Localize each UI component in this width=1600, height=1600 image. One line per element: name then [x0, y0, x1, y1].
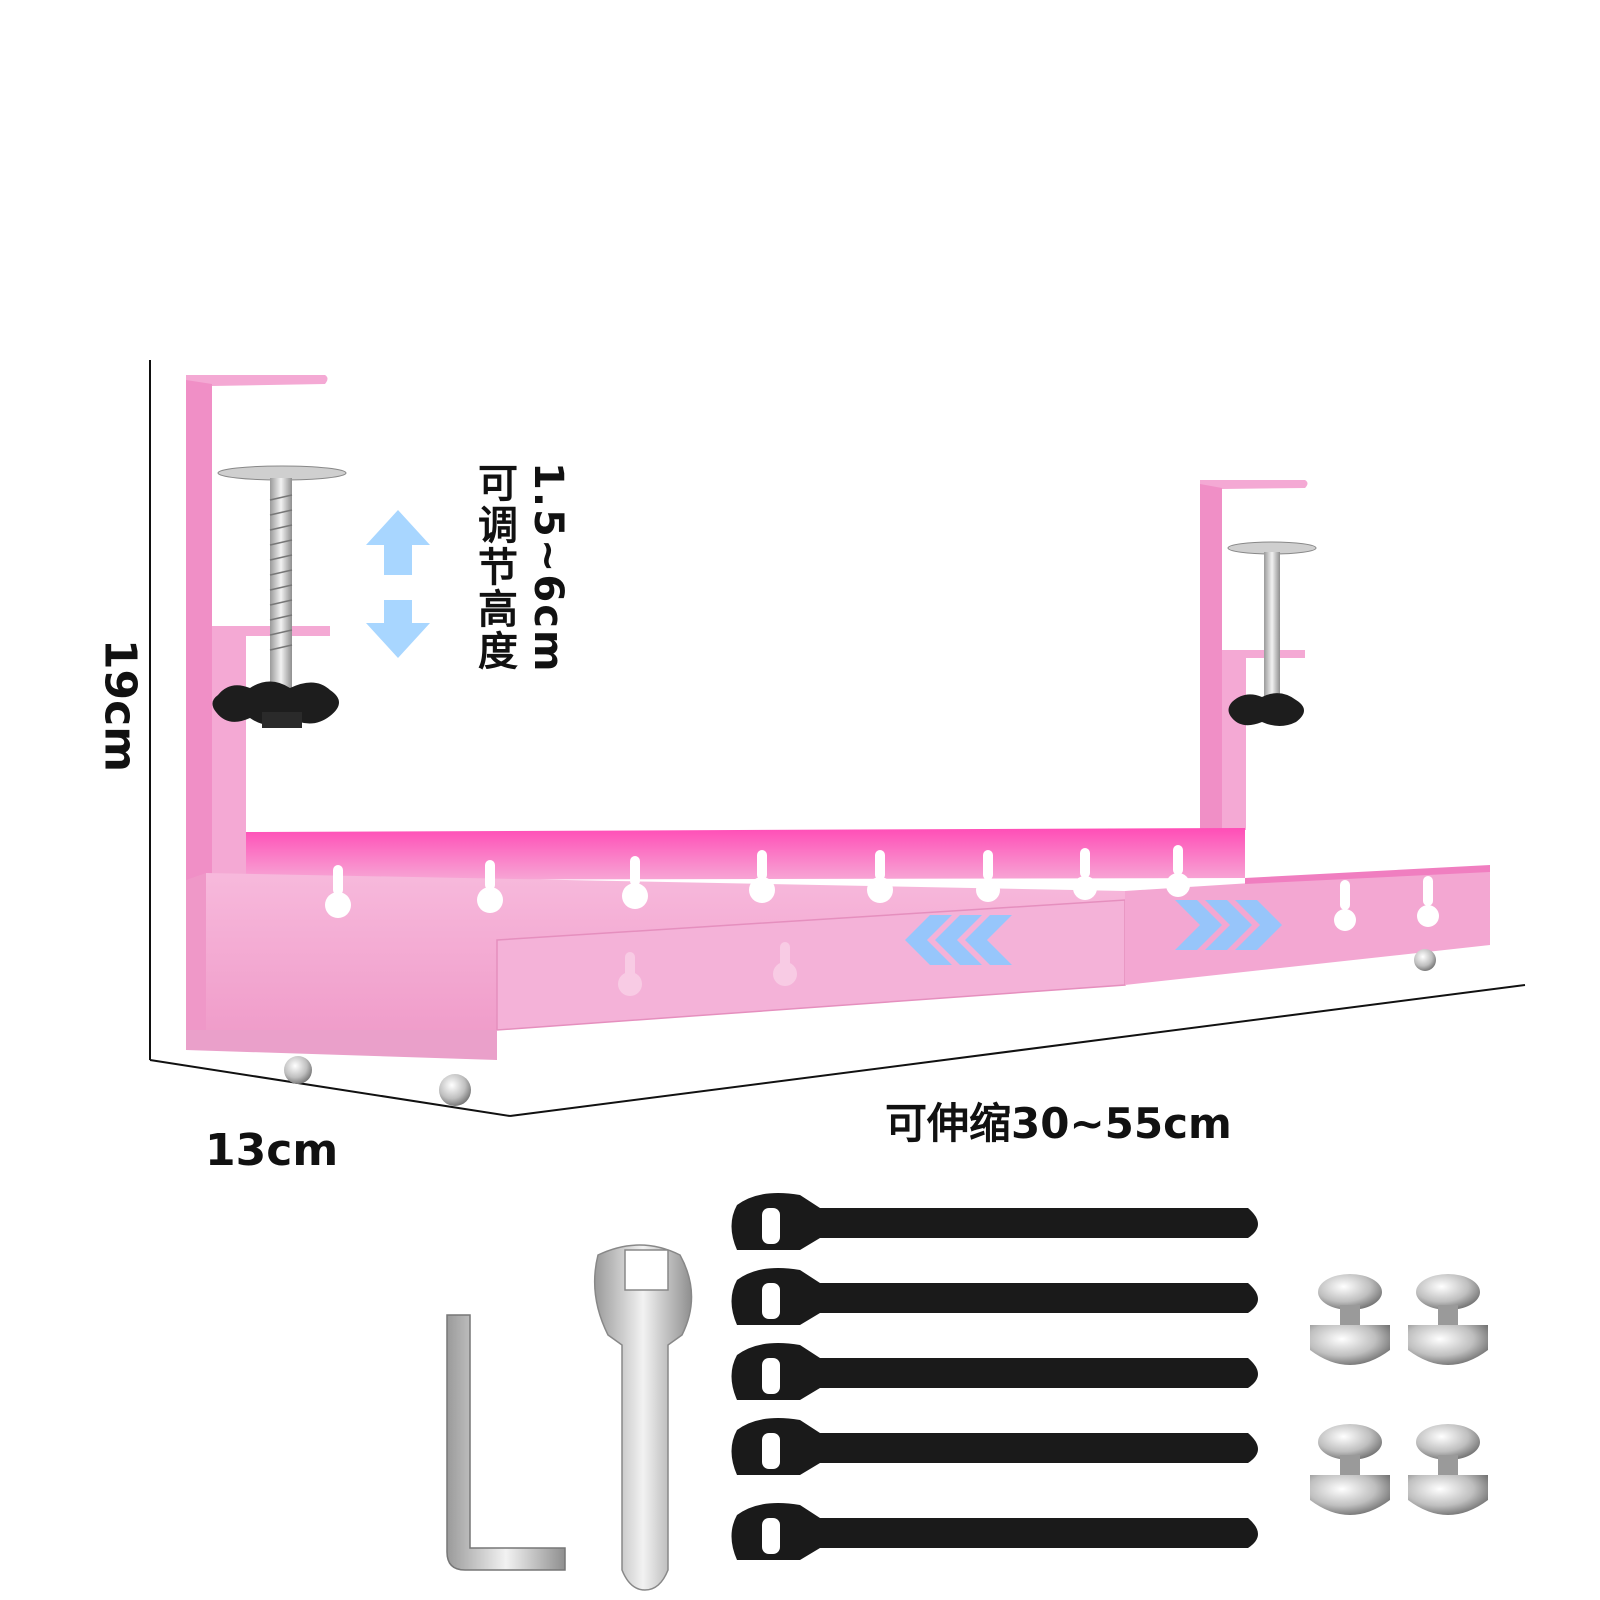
- clamp-range-text: 可调节高度: [471, 462, 517, 672]
- clamp-range-value: 1.5~6cm: [525, 462, 571, 674]
- height-dimension-label: 19cm: [94, 638, 146, 773]
- bolt-3: [1310, 1424, 1390, 1515]
- tray-front-wall: [186, 873, 1126, 1060]
- wrench: [593, 1244, 693, 1591]
- velcro-straps: [731, 1192, 1258, 1560]
- strap-5: [731, 1502, 1258, 1560]
- allen-key: [446, 1314, 566, 1571]
- bolts: [1310, 1274, 1488, 1515]
- bolt-4: [1408, 1424, 1488, 1515]
- bolt-2: [1408, 1274, 1488, 1365]
- strap-3: [731, 1342, 1258, 1400]
- left-bracket: [186, 375, 330, 880]
- tray-feet: [284, 949, 1436, 1106]
- adjust-height-arrows: [366, 510, 430, 658]
- tray-extension: [1125, 865, 1490, 985]
- strap-2: [731, 1267, 1258, 1325]
- length-dimension-label: 可伸缩30~55cm: [885, 1099, 1232, 1148]
- left-clamp-screw: [212, 465, 347, 728]
- right-bracket: [1200, 480, 1308, 830]
- depth-dimension-label: 13cm: [205, 1125, 339, 1176]
- bolt-1: [1310, 1274, 1390, 1365]
- dimension-lines: [149, 360, 1526, 1117]
- tray-back-wall: [246, 828, 1245, 880]
- strap-1: [731, 1192, 1258, 1250]
- telescopic-arrows: [905, 900, 1282, 965]
- strap-4: [731, 1417, 1258, 1475]
- cable-slots: [325, 845, 1439, 996]
- right-clamp-screw: [1227, 541, 1317, 726]
- clamp-range-label: 1.5~6cm 可调节高度: [465, 462, 575, 722]
